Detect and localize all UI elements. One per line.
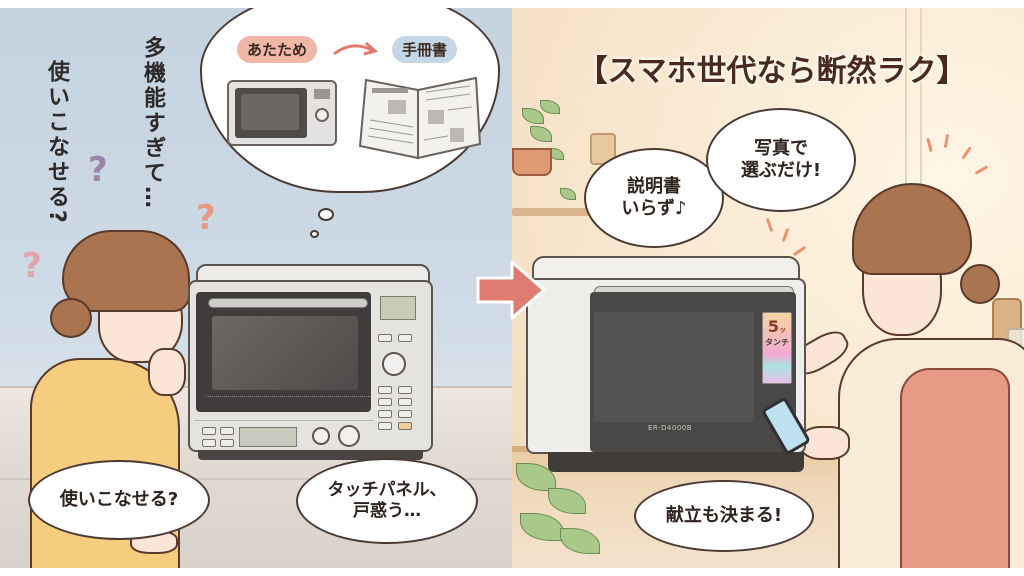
arrow-icon	[333, 41, 379, 56]
shelf	[512, 208, 607, 216]
touch-panel-display[interactable]: 5ッ タンチ	[762, 312, 792, 384]
smart-microwave-oven: ER-D4000B 5ッ タンチ	[526, 256, 806, 472]
speech-bubble-touch-panel: タッチパネル、 戸惑う…	[296, 458, 478, 544]
page-title: 【スマホ世代なら断然ラク】	[577, 54, 967, 89]
wall-line	[905, 8, 907, 288]
speech-bubble-no-manual: 説明書 いらず♪	[584, 148, 724, 248]
vertical-text-can-use: 使いこなせる?	[44, 60, 69, 226]
bubble-text: 写真で	[754, 137, 808, 159]
plant-leaf	[530, 126, 552, 142]
counter-edge-lower	[0, 478, 512, 480]
plant-leaf	[560, 188, 576, 200]
bubble-text: 献立も決まる!	[665, 504, 783, 526]
question-mark-icon: ?	[88, 150, 108, 190]
touch-panel-number: 5	[767, 317, 780, 336]
tag-heat: あたため	[237, 36, 318, 63]
speech-bubble-can-use: 使いこなせる?	[28, 460, 210, 540]
plant-leaf	[540, 100, 560, 114]
thought-dot	[310, 230, 319, 238]
bubble-text: 使いこなせる?	[59, 488, 179, 510]
plant-leaf	[522, 108, 544, 124]
bubble-text: いらず♪	[621, 198, 687, 219]
speech-bubble-photo-select: 写真で 選ぶだけ!	[706, 108, 856, 212]
speech-bubble-menu: 献立も決まる!	[634, 480, 814, 552]
question-mark-icon: ?	[196, 198, 216, 238]
simple-microwave-icon	[227, 80, 337, 146]
comic-illustration: 使いこなせる? 多機能すぎて… ? ? ? あたため 手冊書	[0, 8, 1024, 568]
arrow-right-icon	[476, 260, 546, 320]
vertical-text-too-many-functions: 多機能すぎて…	[140, 36, 165, 211]
question-mark-icon: ?	[22, 246, 42, 286]
touch-panel-suffix: ッ	[779, 326, 787, 334]
bubble-text: タッチパネル、	[327, 479, 447, 500]
bubble-text: 戸惑う…	[353, 501, 421, 521]
wall-line	[920, 8, 922, 288]
touch-panel-label: タンチ	[765, 338, 789, 347]
complex-microwave-oven	[188, 264, 438, 464]
manual-book-icon	[358, 76, 482, 160]
model-number: ER-D4000B	[648, 424, 693, 432]
thought-dot	[318, 208, 334, 221]
bubble-text: 選ぶだけ!	[740, 160, 822, 181]
bubble-text: 説明書	[627, 175, 681, 197]
tag-manual: 手冊書	[392, 36, 458, 63]
plant-pot	[512, 148, 552, 176]
